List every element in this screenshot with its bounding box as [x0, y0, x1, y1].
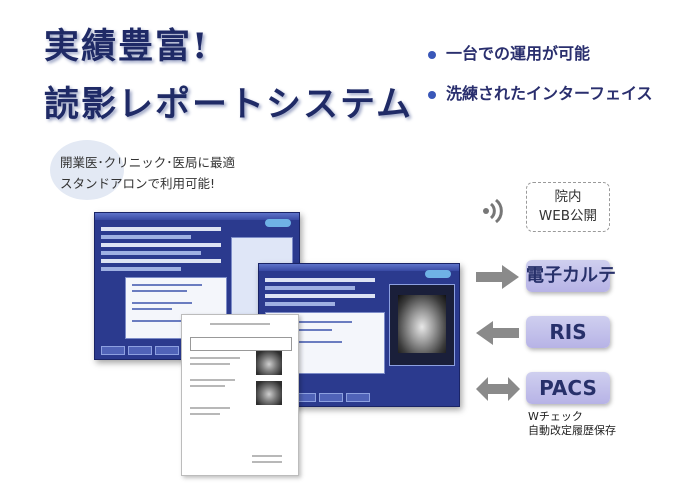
window-titlebar [95, 213, 299, 220]
form-row [265, 278, 375, 282]
report-xray-thumbnail [256, 351, 282, 375]
toolbar [101, 346, 293, 355]
web-publish-line-2: WEB公開 [538, 208, 598, 224]
app-logo [425, 270, 451, 278]
pacs-note-line-2: 自動改定履歴保存 [528, 424, 616, 437]
text-line [132, 290, 187, 292]
feature-item: 洗練されたインターフェイス [428, 80, 653, 120]
caption-line-2: スタンドアロンで利用可能! [60, 176, 216, 191]
form-row [265, 302, 335, 306]
headline-line-1: 実績豊富! [44, 26, 210, 67]
report-heading-line [210, 323, 270, 325]
web-publish-line-1: 院内 [554, 189, 582, 205]
report-xray-thumbnail [256, 381, 282, 405]
toolbar-button [101, 346, 125, 355]
report-text-line [190, 357, 240, 359]
feature-text: 一台での運用が可能 [446, 44, 591, 63]
report-text-line [190, 363, 230, 365]
window-titlebar [259, 264, 459, 271]
pacs-note-line-1: Wチェック [528, 410, 583, 423]
text-line [132, 302, 192, 304]
app-logo [265, 219, 291, 227]
caption-background-shape [50, 140, 124, 200]
form-row [101, 267, 181, 271]
report-text-line [190, 407, 230, 409]
text-line [132, 284, 202, 286]
bullet-icon [428, 50, 436, 59]
form-row [265, 294, 375, 298]
feature-list: 一台での運用が可能 洗練されたインターフェイス [428, 40, 653, 120]
web-publish-box: 院内 WEB公開 [526, 182, 610, 232]
electronic-medical-record-button[interactable]: 電子カルテ [526, 260, 616, 292]
text-line [132, 308, 172, 310]
form-row [101, 251, 201, 255]
text-line [272, 329, 332, 331]
toolbar-button [128, 346, 152, 355]
arrow-bidirectional-icon [476, 377, 520, 401]
report-text-line [190, 379, 235, 381]
report-text-line [190, 385, 225, 387]
text-line [272, 321, 352, 323]
chest-xray-image [398, 295, 446, 353]
toolbar-button [346, 393, 370, 402]
form-row [101, 235, 191, 239]
toolbar-button [155, 346, 179, 355]
headline-line-2: 読影レポートシステム [44, 84, 413, 125]
feature-item: 一台での運用が可能 [428, 40, 653, 80]
pacs-button[interactable]: PACS [526, 372, 610, 404]
caption: 開業医･クリニック･医局に最適 スタンドアロンで利用可能! [60, 152, 235, 194]
report-text-line [190, 413, 220, 415]
ris-button[interactable]: RIS [526, 316, 610, 348]
text-line [132, 320, 197, 322]
image-viewer-panel [389, 284, 455, 366]
pacs-note: Wチェック 自動改定履歴保存 [528, 410, 616, 438]
form-row [101, 227, 221, 231]
report-header-table [190, 337, 292, 351]
arrow-right-icon [476, 265, 519, 289]
form-row [101, 243, 221, 247]
toolbar-button [319, 393, 343, 402]
form-row [265, 286, 355, 290]
arrow-left-icon [476, 321, 519, 345]
report-signature-line [252, 455, 282, 457]
printed-report-sheet [181, 314, 299, 476]
feature-text: 洗練されたインターフェイス [446, 84, 653, 103]
bullet-icon [428, 90, 436, 99]
form-row [101, 259, 221, 263]
wireless-signal-icon [483, 198, 503, 224]
report-signature-line [252, 461, 282, 463]
caption-line-1: 開業医･クリニック･医局に最適 [60, 155, 236, 170]
text-line [272, 341, 342, 343]
